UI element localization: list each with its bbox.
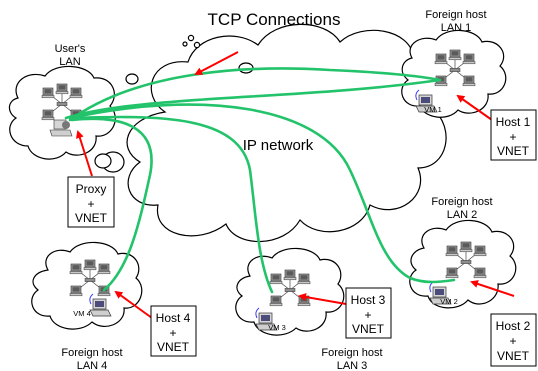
host3-vnet-box: Host 3 + VNET: [345, 287, 392, 339]
host1-box-line2: +: [509, 130, 516, 144]
lan1-label-2: LAN 1: [441, 22, 472, 34]
proxy-vnet-box: Proxy + VNET: [67, 176, 115, 228]
lan2-label-1: Foreign host: [431, 196, 492, 208]
host1-box-line1: Host 1: [496, 115, 531, 129]
vm2-label: VM 2: [440, 297, 458, 306]
vm4-label: VM 4: [73, 309, 91, 318]
users-lan-label-2: LAN: [59, 56, 80, 68]
host3-box-line3: VNET: [352, 322, 385, 336]
host2-box-line3: VNET: [497, 349, 530, 363]
tcp-title-arrow: [194, 51, 239, 75]
host4-box-line1: Host 4: [156, 311, 191, 325]
lan1-cloud: [401, 29, 507, 118]
host2-vnet-box: Host 2 + VNET: [490, 313, 537, 367]
host3-arrow: [298, 293, 347, 305]
tcp-connections: [64, 67, 456, 294]
host4-box-line2: +: [169, 326, 176, 340]
lan1-label-1: Foreign host: [425, 9, 486, 21]
host2-box-line2: +: [509, 334, 516, 348]
host4-arrow: [114, 290, 153, 319]
host1-box-line3: VNET: [497, 144, 530, 158]
lan3-label-1: Foreign host: [321, 347, 382, 359]
ip-network-label: IP network: [243, 137, 314, 154]
host-arrows: [76, 51, 515, 319]
lan3-label-2: LAN 3: [337, 360, 368, 371]
host1-vnet-box: Host 1 + VNET: [490, 109, 537, 161]
connection-to-lan4: [70, 117, 153, 292]
ip-network-cloud: [126, 23, 447, 243]
connection-to-lan1: [68, 67, 442, 122]
proxy-box-line2: +: [87, 197, 94, 211]
proxy-arrow: [76, 130, 93, 177]
tcp-connections-title: TCP Connections: [208, 10, 341, 29]
proxy-box-line3: VNET: [75, 211, 108, 225]
lan4-label-2: LAN 4: [77, 360, 108, 371]
proxy-box-line1: Proxy: [76, 182, 107, 196]
connection-to-lan1-return: [64, 78, 442, 120]
users-lan-cloud: [8, 65, 116, 160]
connection-to-lan3: [68, 115, 274, 294]
lan4-label-1: Foreign host: [61, 347, 122, 359]
users-lan-label-1: User's: [55, 43, 86, 55]
host4-vnet-box: Host 4 + VNET: [150, 305, 197, 357]
users-lan-computers: [42, 84, 82, 137]
vm3-label: VM 3: [268, 323, 286, 332]
lan2-label-2: LAN 2: [447, 209, 478, 221]
host3-box-line2: +: [364, 308, 371, 322]
lan4-cloud: [31, 241, 143, 330]
vm1-label: VM 1: [424, 105, 442, 114]
host3-box-line1: Host 3: [351, 293, 386, 307]
connection-to-lan2: [68, 103, 456, 284]
host2-arrow: [470, 280, 515, 297]
host4-box-line3: VNET: [157, 340, 190, 354]
host2-box-line1: Host 2: [496, 319, 531, 333]
left-bubbles: [94, 151, 125, 173]
host1-arrow: [456, 94, 493, 121]
